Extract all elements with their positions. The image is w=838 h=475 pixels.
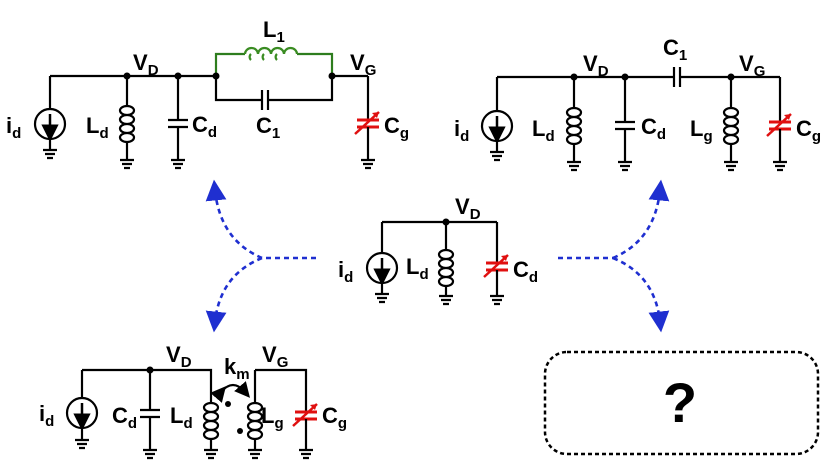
inductor-l1 <box>243 46 299 61</box>
question-mark: ? <box>663 371 697 434</box>
capacitor-c1 <box>255 90 275 110</box>
inductor-ld <box>565 77 583 172</box>
label-cd: Cd <box>112 403 137 432</box>
label-vd: VD <box>583 51 609 80</box>
label-c1: C1 <box>663 35 687 64</box>
circuit-top-right: id VD VG Ld Cd C1 Lg Cg <box>454 35 821 172</box>
label-id: id <box>6 113 21 142</box>
label-km: km <box>224 354 250 383</box>
circuit-bottom-left: id VD VG Cd Ld km Lg Cg <box>39 342 347 460</box>
label-lg: Lg <box>690 116 713 145</box>
label-ld: Ld <box>406 254 429 283</box>
capacitor-cd <box>168 76 188 170</box>
inductor-lg <box>246 401 264 460</box>
label-cg: Cg <box>322 403 347 432</box>
varactor-cg <box>766 77 792 172</box>
label-vg: VG <box>262 342 288 371</box>
varactor-cg <box>354 76 380 170</box>
label-cd: Cd <box>513 257 538 286</box>
current-source <box>365 222 399 304</box>
label-vd: VD <box>455 194 481 223</box>
coupling-arrow <box>210 381 251 403</box>
label-vg: VG <box>739 51 765 80</box>
label-ld: Ld <box>86 113 109 142</box>
label-id: id <box>39 401 54 430</box>
current-source <box>480 77 514 162</box>
label-cg: Cg <box>796 116 821 145</box>
label-cd: Cd <box>192 112 217 141</box>
arrows-right <box>558 179 670 333</box>
unknown-topology-box: ? <box>543 350 820 456</box>
label-id: id <box>338 257 353 286</box>
label-vg: VG <box>350 50 376 79</box>
label-vd: VD <box>166 342 192 371</box>
circuit-center: id VD Ld Cd <box>338 194 538 306</box>
inductor-ld <box>202 401 220 460</box>
capacitor-c1 <box>672 67 682 87</box>
inductor-ld <box>437 222 455 306</box>
label-l1: L1 <box>263 17 285 46</box>
current-source <box>65 370 99 450</box>
inductor-lg <box>722 77 740 172</box>
capacitor-cd <box>140 370 160 460</box>
label-ld: Ld <box>532 116 555 145</box>
arrows-left <box>205 179 316 333</box>
varactor-cg <box>292 403 318 460</box>
label-cg: Cg <box>384 113 409 142</box>
label-id: id <box>454 116 469 145</box>
inductor-ld <box>118 76 136 170</box>
label-c1: C1 <box>256 113 280 142</box>
label-ld: Ld <box>170 403 193 432</box>
circuit-top-left: id VD VG Ld Cd L1 C1 Cg <box>6 17 409 170</box>
capacitor-cd <box>615 77 635 172</box>
varactor-cd <box>483 222 509 306</box>
label-cd: Cd <box>641 114 666 143</box>
label-vd: VD <box>133 50 159 79</box>
current-source <box>33 76 67 160</box>
label-lg: Lg <box>261 403 284 432</box>
